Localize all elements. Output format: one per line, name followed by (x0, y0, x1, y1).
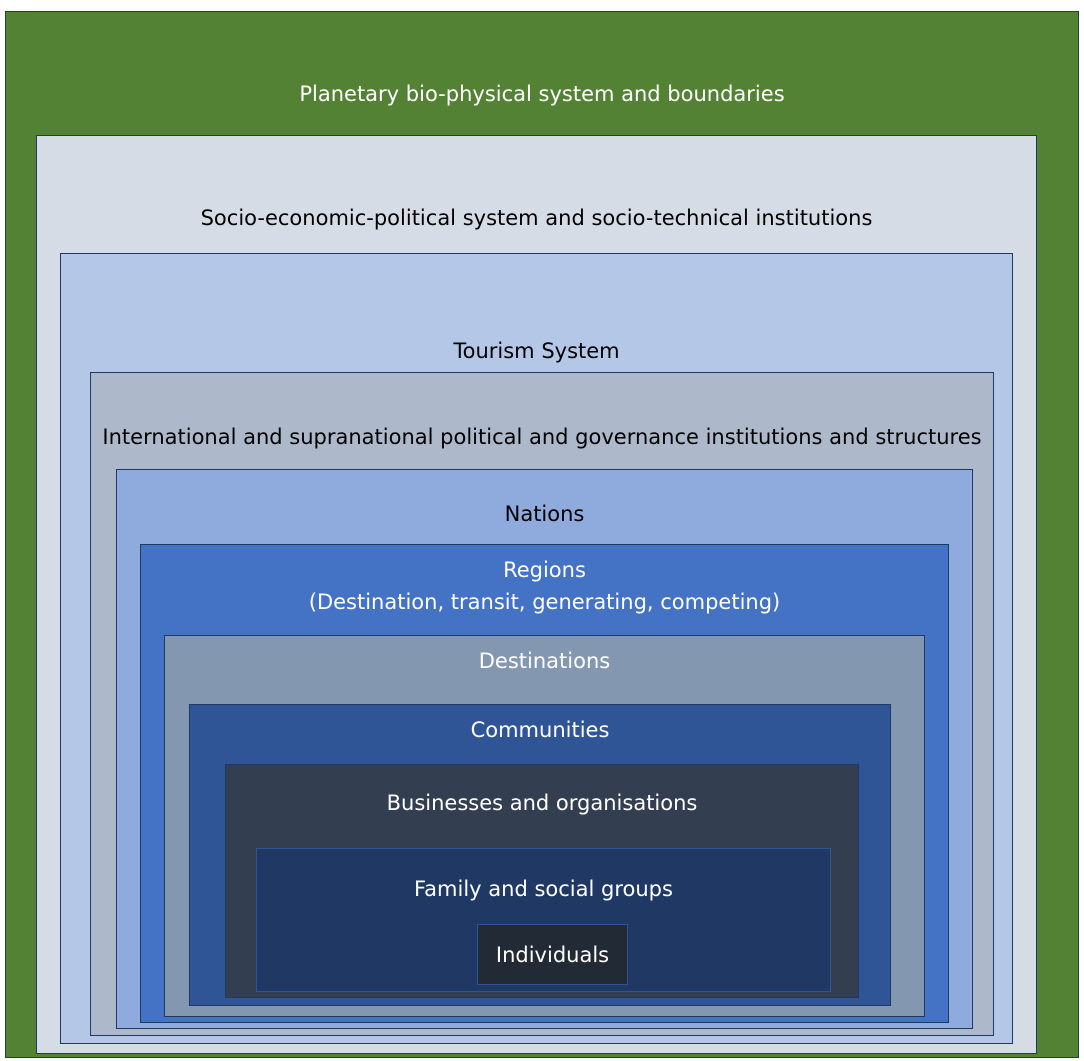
level-regions-label: Regions (503, 558, 586, 582)
level-destinations-label: Destinations (478, 649, 611, 673)
level-socio-economic-label: Socio-economic-political system and soci… (200, 206, 873, 230)
level-businesses-label: Businesses and organisations (386, 791, 698, 815)
level-planetary-label: Planetary bio-physical system and bounda… (299, 82, 785, 106)
level-nations-label: Nations (504, 502, 585, 526)
level-international-label: International and supranational politica… (102, 425, 982, 449)
level-communities-label: Communities (470, 718, 610, 742)
level-family-label: Family and social groups (414, 877, 673, 901)
level-regions-sublabel: (Destination, transit, generating, compe… (308, 590, 781, 614)
level-individuals: Individuals (477, 924, 628, 985)
level-tourism-system-label: Tourism System (453, 339, 620, 363)
level-individuals-label: Individuals (495, 943, 610, 967)
